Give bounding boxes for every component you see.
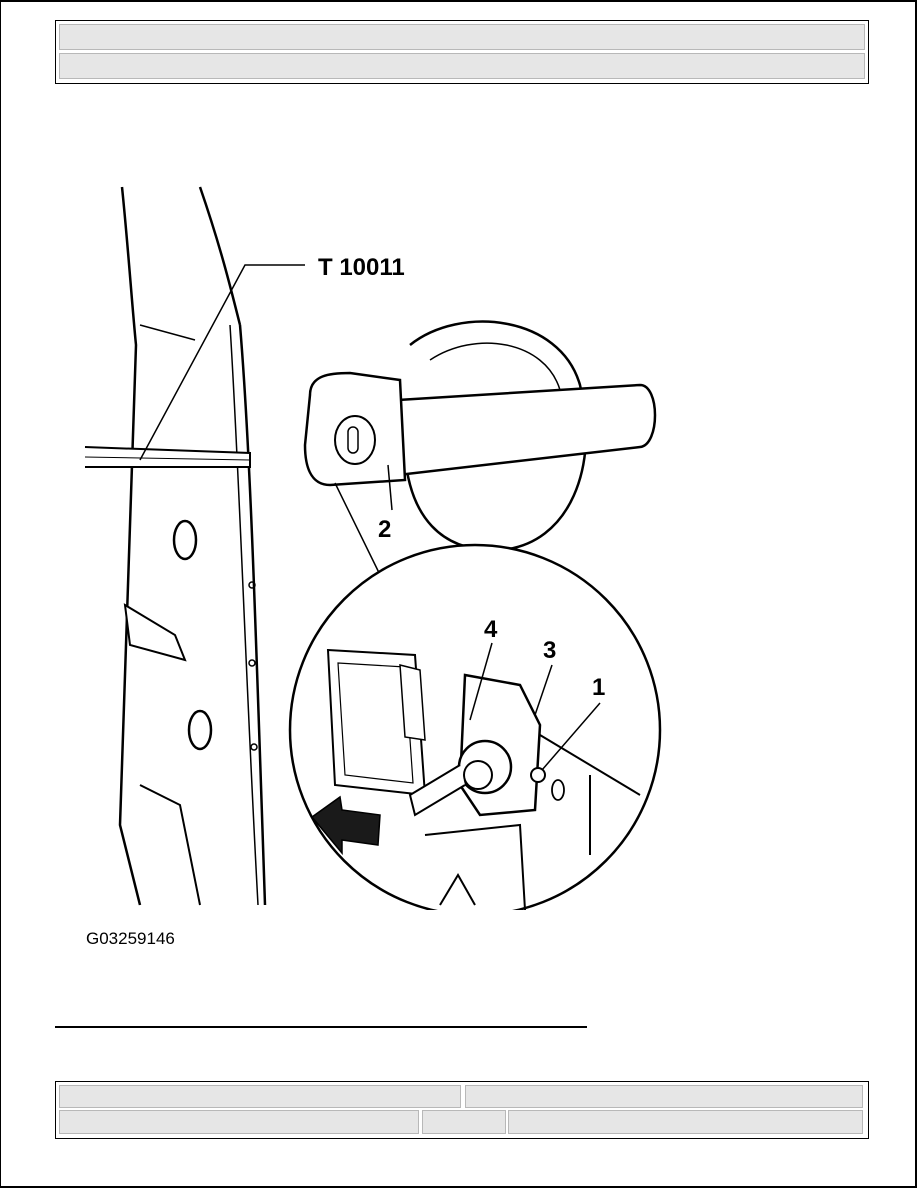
page-footer-table — [55, 1081, 869, 1139]
footer-cell-5 — [508, 1110, 863, 1134]
footer-cell-2 — [465, 1085, 863, 1108]
header-row-2 — [59, 53, 865, 79]
tool-label: T 10011 — [318, 254, 405, 281]
footer-cell-1 — [59, 1085, 461, 1108]
footer-cell-3 — [59, 1110, 419, 1134]
callout-3: 3 — [543, 637, 556, 664]
callout-4: 4 — [484, 616, 498, 643]
image-code: G03259146 — [86, 929, 175, 948]
header-row-1 — [59, 24, 865, 50]
door-handle-illustration: T 10011 2 4 3 1 — [84, 186, 662, 910]
callout-1: 1 — [592, 674, 605, 701]
page-header-table — [55, 20, 869, 84]
footer-cell-4 — [422, 1110, 506, 1134]
horizontal-rule — [55, 1026, 587, 1028]
callout-2: 2 — [378, 516, 391, 543]
